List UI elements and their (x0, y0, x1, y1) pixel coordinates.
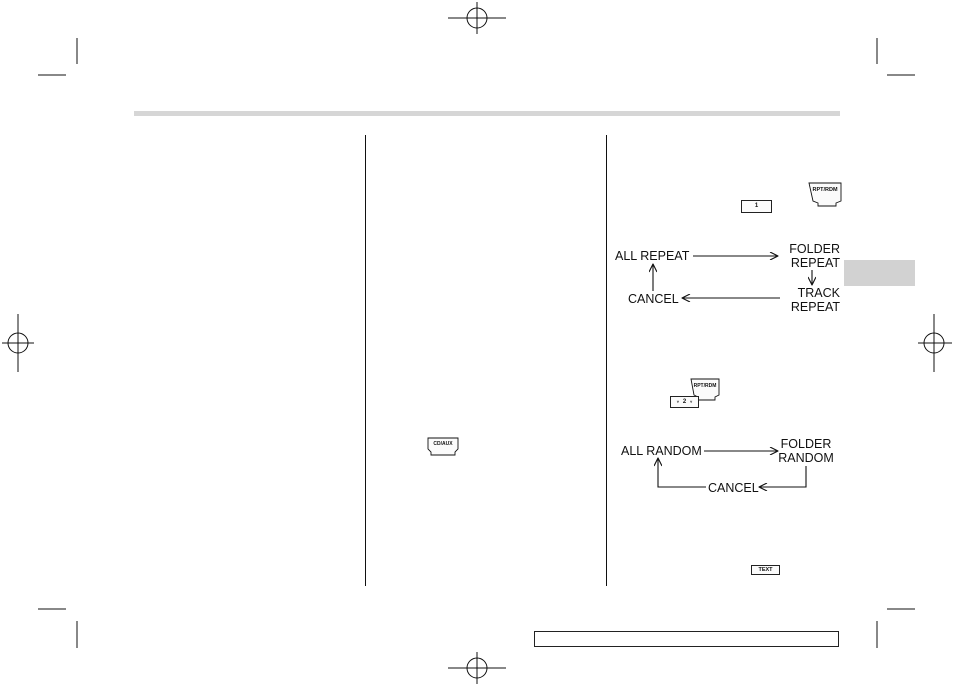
preset-1-label: 1 (754, 203, 759, 209)
folder-repeat-label: FOLDER REPEAT (780, 242, 840, 270)
registration-mark-top (448, 2, 506, 34)
preset-2-label: 2 (682, 399, 687, 405)
random-diagram-arrows (658, 451, 807, 487)
preset-2-left-mark: ▿ (676, 399, 679, 404)
folder-repeat-line-2: REPEAT (790, 256, 840, 270)
rpt-rdm-button-icon-2: RPT/RDM (692, 383, 718, 389)
preset-1-button-icon: 1 (741, 200, 772, 213)
page-header-band (134, 111, 840, 116)
all-random-label: ALL RANDOM (621, 444, 702, 458)
track-repeat-label: TRACK REPEAT (780, 286, 840, 314)
rpt-rdm-button-outline-b (690, 378, 720, 401)
track-repeat-line-1: TRACK (797, 286, 840, 300)
folder-random-label: FOLDER RANDOM (776, 437, 836, 465)
preset-2-button-icon: ▿2▿ (670, 396, 699, 408)
rpt-rdm-label-2: RPT/RDM (693, 383, 717, 389)
rpt-rdm-button-icon: RPT/RDM (811, 187, 839, 193)
folder-random-line-1: FOLDER (780, 437, 832, 451)
repeat-cancel-label: CANCEL (628, 292, 679, 306)
chapter-tab (844, 260, 915, 286)
rpt-rdm-button-outline-a (808, 182, 842, 207)
folder-random-line-2: RANDOM (778, 451, 834, 465)
preset-2-right-mark: ▿ (690, 399, 693, 404)
cd-aux-button-outline (427, 437, 459, 456)
rpt-rdm-label: RPT/RDM (812, 187, 838, 193)
footer-page-box (534, 631, 839, 647)
crop-marks (38, 38, 915, 648)
text-button-icon: TEXT (751, 565, 780, 575)
random-cancel-label: CANCEL (708, 481, 759, 495)
registration-mark-right (918, 314, 952, 372)
repeat-diagram-arrows (653, 256, 812, 298)
all-repeat-label: ALL REPEAT (615, 249, 690, 263)
track-repeat-line-2: REPEAT (790, 300, 840, 314)
registration-mark-left (2, 314, 34, 372)
cd-aux-button-icon: CD/AUX (429, 441, 457, 447)
cd-aux-label: CD/AUX (433, 441, 453, 447)
folder-repeat-line-1: FOLDER (789, 242, 840, 256)
registration-mark-bottom (448, 652, 506, 684)
text-label: TEXT (758, 567, 773, 573)
